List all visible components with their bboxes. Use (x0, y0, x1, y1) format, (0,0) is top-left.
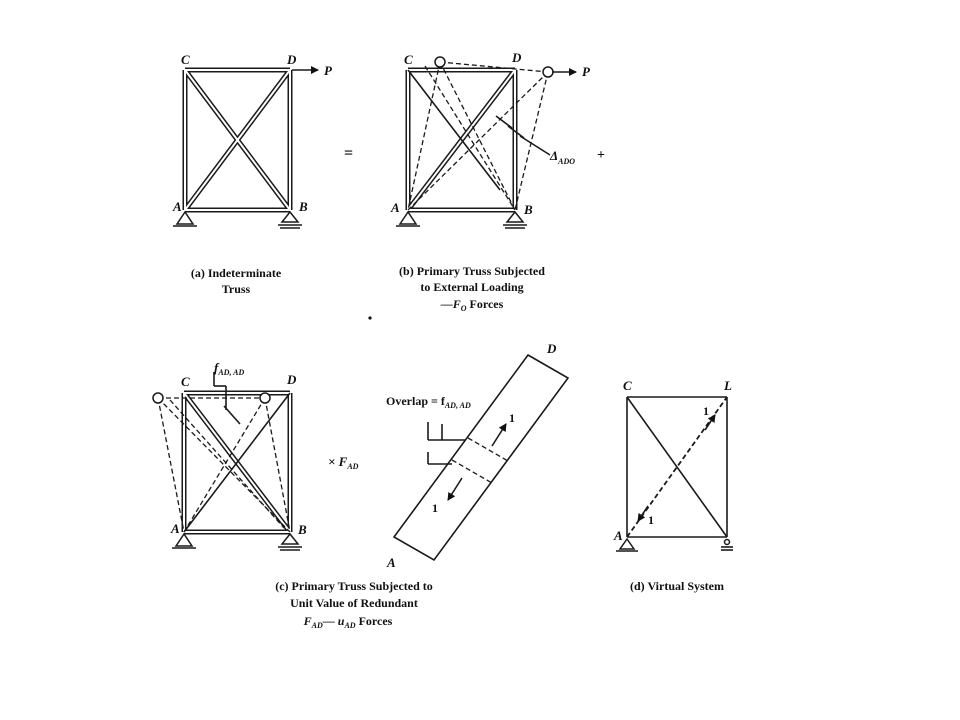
gap-indicator (213, 372, 241, 425)
caption-c-line3: FAD— uAD Forces (303, 614, 393, 630)
truss-members (626, 396, 728, 538)
caption-b-line2: to External Loading (420, 280, 523, 294)
node-c-label: C (404, 52, 413, 67)
roller-support-b (503, 210, 527, 229)
times-f-ad-label: × FAD (328, 454, 359, 471)
pin-support-a (173, 210, 197, 227)
unit-lower-label: 1 (648, 513, 654, 527)
load-label: P (582, 64, 591, 79)
truss-members (405, 67, 518, 213)
unit-force-arrow-up (491, 423, 507, 447)
unit-upper-label: 1 (703, 404, 709, 418)
node-a-label: A (172, 199, 182, 214)
unit-load-arrow-upper (704, 414, 716, 431)
equals-sign: = (344, 145, 353, 162)
caption-d: (d) Virtual System (630, 579, 724, 593)
caption-c-line2: Unit Value of Redundant (290, 596, 418, 610)
panel-b-primary-truss-external: C D A B P ΔADO + (b) Primary Truss Subje… (390, 50, 605, 313)
node-d-label: D (286, 372, 297, 387)
caption-a-line2: Truss (222, 282, 251, 296)
delta-label: ΔADO (549, 148, 575, 166)
f-ad-ad-label: fAD, AD (214, 360, 244, 377)
roller-support-b (278, 532, 302, 551)
roller-support-b (721, 538, 733, 551)
caption-a-line1: (a) Indeterminate (191, 266, 282, 280)
displaced-joint-c (434, 56, 446, 68)
node-a-label: A (170, 521, 180, 536)
node-c-label: C (623, 378, 632, 393)
node-d-label: D (511, 50, 522, 65)
plus-sign: + (597, 148, 605, 163)
caption-b-line1: (b) Primary Truss Subjected (399, 264, 545, 278)
panel-d-virtual-system: C L A 1 1 (d) Virtual System (613, 378, 733, 593)
gap-indicator (495, 115, 551, 156)
displaced-joint-d (259, 392, 271, 404)
unit-force-arrow-down (447, 477, 463, 501)
panel-a-indeterminate-truss: C D A B P (a) Indeterminate Truss (172, 52, 333, 296)
member-bar (392, 353, 570, 562)
load-label: P (324, 63, 333, 78)
node-a-label: A (390, 200, 400, 215)
overlap-bracket (427, 422, 466, 465)
pin-support-a (396, 210, 420, 227)
truss-members (182, 67, 293, 213)
node-c-label: C (181, 374, 190, 389)
stray-dot (368, 316, 372, 320)
truss-members (181, 390, 293, 535)
roller-support-b (278, 210, 302, 229)
node-d-label: L (723, 378, 732, 393)
node-d-label: D (286, 52, 297, 67)
caption-c-line1: (c) Primary Truss Subjected to (275, 579, 433, 593)
node-b-label: B (523, 202, 533, 217)
pin-support-a (172, 532, 196, 549)
node-a-label: A (613, 528, 623, 543)
end-d-label: D (546, 341, 557, 356)
pin-support-a (616, 537, 638, 552)
deflected-shape (157, 397, 291, 533)
displaced-joint-c (152, 392, 164, 404)
end-a-label: A (386, 555, 396, 570)
overlap-label: Overlap = fAD, AD (386, 394, 471, 410)
unit-lower-label: 1 (432, 501, 438, 515)
caption-b-line3: —FO Forces (440, 297, 504, 313)
panel-c-primary-truss-unit-redundant: fAD, AD C D A B × FAD (c) Primary Truss … (152, 360, 433, 630)
node-b-label: B (298, 199, 308, 214)
deflected-shape (407, 61, 549, 211)
displaced-joint-d (542, 66, 554, 78)
member-ad-detail: D A Overlap = fAD, AD 1 1 (386, 341, 570, 570)
node-b-label: B (297, 522, 307, 537)
node-c-label: C (181, 52, 190, 67)
unit-load-arrow-lower (637, 505, 649, 522)
unit-upper-label: 1 (509, 411, 515, 425)
